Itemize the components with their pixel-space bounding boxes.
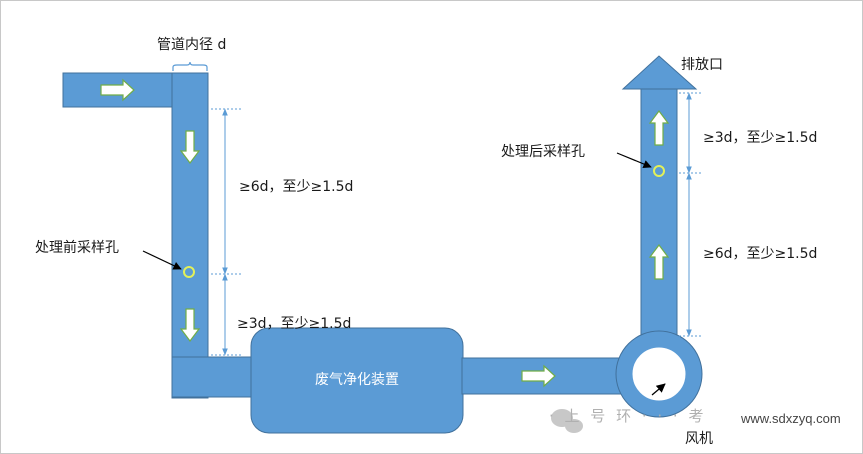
dimension-lines (211, 92, 701, 356)
post-sampling-pointer (616, 152, 652, 169)
diameter-brace (172, 61, 208, 71)
fan-inner (631, 346, 687, 402)
post-sampling-label: 处理后采样孔 (501, 144, 585, 160)
post-sampling-hole (653, 165, 665, 177)
flow-arrow-right-inlet (100, 78, 135, 102)
fan-label: 风机 (685, 431, 713, 447)
outlet-arrow-head (621, 55, 698, 90)
flow-arrow-down-upper (179, 130, 201, 164)
flow-arrows (100, 78, 670, 388)
flow-arrow-right-fan (521, 364, 556, 388)
flow-arrow-up-lower (648, 244, 670, 280)
watermark-text: · 上 号 环 · · · 考 (549, 407, 707, 425)
pipe-to-device (171, 356, 253, 398)
pre-sampling-pointer (142, 250, 182, 270)
device-label: 废气净化装置 (315, 372, 399, 388)
left-lower-span-label: ≥3d，至少≥1.5d (237, 316, 352, 332)
wechat-icon (551, 409, 583, 433)
inlet-pipe-vertical (171, 72, 209, 399)
flow-arrow-up-upper (648, 110, 670, 146)
watermark-site: www.sdxzyq.com (741, 411, 841, 426)
outlet-label: 排放口 (681, 57, 723, 73)
left-upper-span-label: ≥6d，至少≥1.5d (239, 179, 354, 195)
right-upper-span-label: ≥3d，至少≥1.5d (703, 130, 818, 146)
pipe-diameter-label: 管道内径 d (157, 37, 227, 53)
fan-pointer (651, 383, 666, 396)
pre-sampling-hole (183, 266, 195, 278)
flow-arrow-down-lower (179, 308, 201, 342)
pre-sampling-label: 处理前采样孔 (35, 240, 119, 256)
right-lower-span-label: ≥6d，至少≥1.5d (703, 246, 818, 262)
